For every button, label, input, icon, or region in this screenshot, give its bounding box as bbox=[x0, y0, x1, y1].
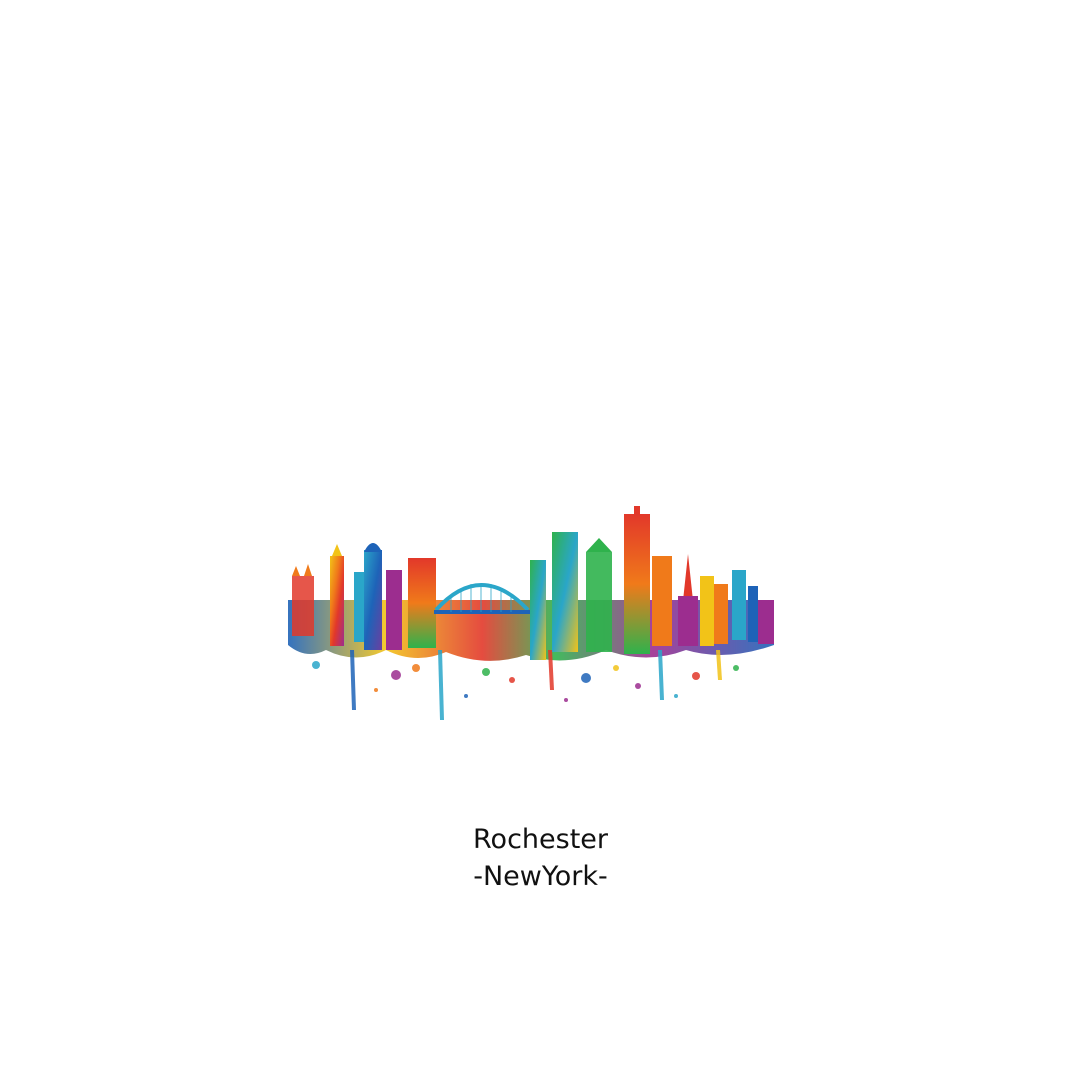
building-orange-right bbox=[714, 584, 728, 644]
building-blue-dome bbox=[364, 550, 382, 650]
building-red-tallest-crown bbox=[634, 506, 640, 516]
rochester-skyline-watercolor bbox=[288, 506, 774, 720]
state-caption: -NewYork- bbox=[473, 861, 608, 892]
building-red-orange bbox=[408, 558, 436, 648]
building-left-spires bbox=[292, 564, 312, 576]
building-yellow-right bbox=[700, 576, 714, 646]
building-blue-right bbox=[748, 586, 758, 642]
building-left-church bbox=[292, 576, 314, 636]
city-caption: Rochester bbox=[473, 824, 608, 855]
building-green-tall bbox=[552, 532, 578, 652]
building-yellow-tower bbox=[330, 556, 344, 646]
building-teal-tower bbox=[354, 572, 364, 642]
building-red-tallest bbox=[624, 514, 650, 654]
building-magenta-right bbox=[758, 600, 774, 644]
building-orange-mid bbox=[652, 556, 672, 646]
building-green-peaked bbox=[586, 552, 612, 652]
building-blue-dome-top bbox=[364, 543, 382, 552]
paint-drips bbox=[312, 650, 739, 720]
building-green-peak bbox=[586, 538, 612, 552]
building-purple-right bbox=[678, 596, 698, 646]
building-teal-right bbox=[732, 570, 746, 640]
building-green-tower-small bbox=[530, 560, 546, 660]
building-magenta bbox=[386, 570, 402, 650]
building-yellow-tower-spire bbox=[332, 544, 342, 556]
